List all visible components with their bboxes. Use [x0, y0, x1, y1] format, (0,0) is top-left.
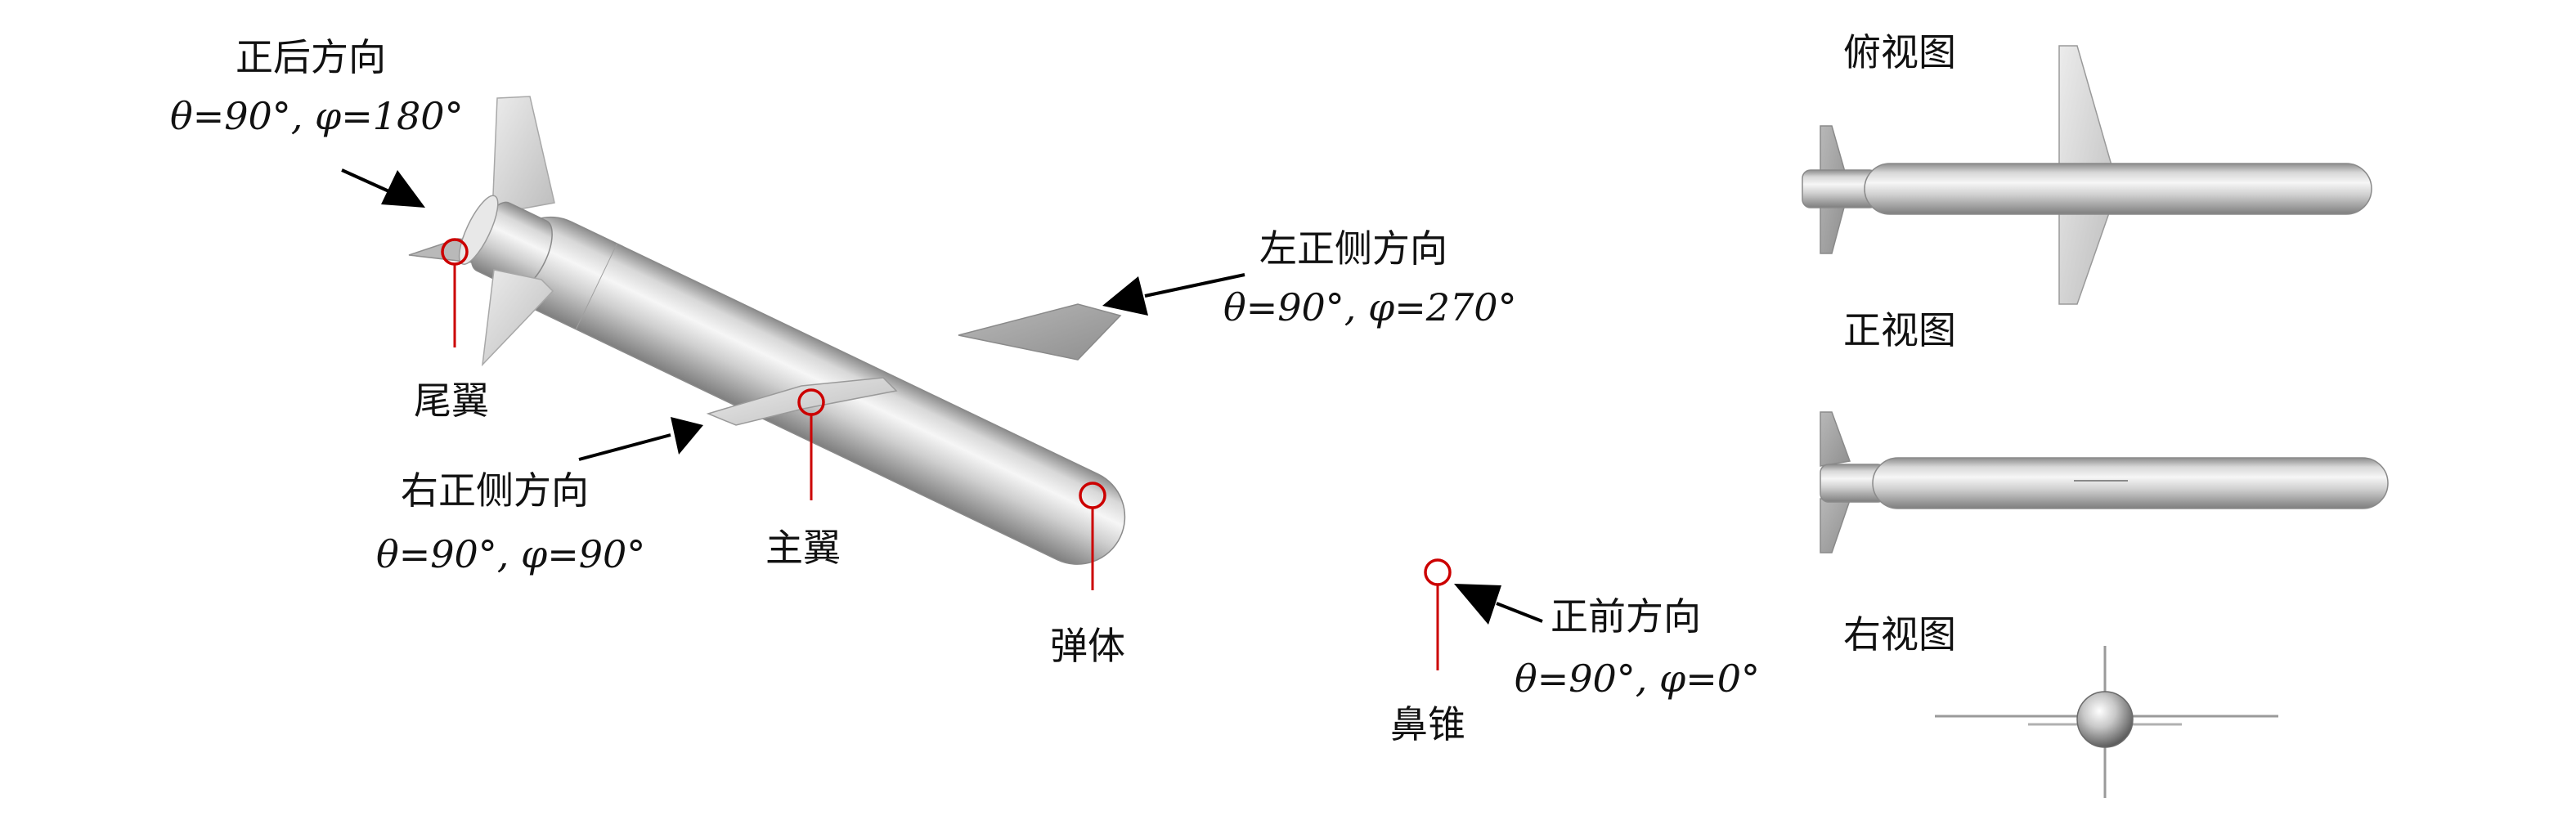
direction-labels: 正后方向 θ=90°, φ=180° 左正侧方向 θ=90°, φ=270° 右…: [170, 35, 1760, 701]
nose-marker: [1424, 558, 1452, 586]
body-label: 弹体: [1050, 624, 1125, 668]
front-title: 正前方向: [1551, 594, 1701, 639]
left-side-formula: θ=90°, φ=270°: [1223, 285, 1517, 329]
rear-formula: θ=90°, φ=180°: [170, 94, 464, 138]
main-wing-right: [706, 377, 898, 426]
front-view-body: [1872, 457, 2389, 509]
part-markers: [441, 238, 1452, 670]
rear-arrow: [341, 168, 425, 208]
front-view-label: 正视图: [1843, 308, 1956, 352]
nose-label: 鼻锥: [1390, 702, 1465, 746]
right-view-body: [2076, 691, 2134, 748]
tail-label: 尾翼: [414, 379, 489, 423]
tail-fin-lower: [481, 269, 554, 367]
main-wing-left: [958, 303, 1122, 361]
front-formula: θ=90°, φ=0°: [1515, 656, 1760, 701]
right-view: 右视图: [1843, 612, 2278, 798]
front-view: 正视图: [1820, 308, 2389, 553]
tail-fin-upper: [491, 96, 555, 215]
rear-title: 正后方向: [236, 35, 386, 79]
main-wing-label: 主翼: [765, 526, 841, 570]
top-view-label: 俯视图: [1843, 30, 1956, 74]
left-side-title: 左正侧方向: [1259, 226, 1447, 271]
part-labels: 尾翼 主翼 弹体 鼻锥: [414, 379, 1465, 746]
right-side-formula: θ=90°, φ=90°: [376, 532, 645, 576]
top-view: 俯视图: [1802, 30, 2372, 305]
right-view-label: 右视图: [1843, 612, 1956, 656]
front-arrow: [1454, 584, 1543, 625]
direction-arrows: [341, 168, 1543, 625]
front-view-fin-lower: [1820, 498, 1851, 553]
right-side-title: 右正侧方向: [401, 468, 589, 513]
left-side-arrow: [1102, 273, 1245, 316]
top-view-body: [1864, 163, 2372, 215]
tail-cap: [458, 195, 499, 265]
right-side-arrow: [578, 417, 703, 461]
front-view-fin-upper: [1820, 411, 1851, 467]
